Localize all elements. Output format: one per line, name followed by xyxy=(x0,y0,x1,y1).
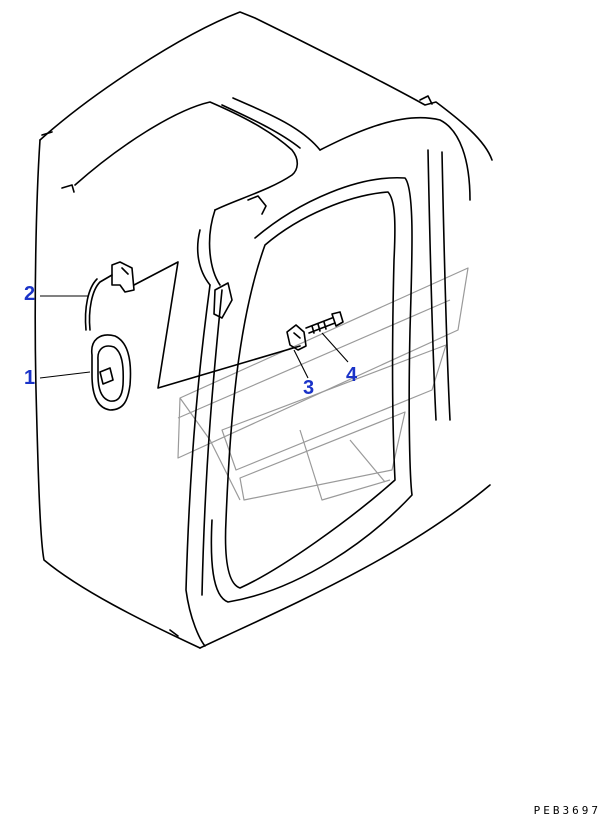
mirror-stay xyxy=(84,261,301,389)
mirror xyxy=(90,334,132,411)
callout-3: 3 xyxy=(303,377,314,399)
bracket xyxy=(286,324,307,351)
leader-lines xyxy=(39,295,349,379)
callout-4: 4 xyxy=(346,364,358,386)
mirror-mount-bracket xyxy=(213,282,233,319)
callout-2: 2 xyxy=(24,283,35,305)
cab-outline xyxy=(34,11,493,649)
callout-1: 1 xyxy=(24,367,35,389)
komatsu-logo-watermark xyxy=(177,267,469,501)
bolt xyxy=(305,311,344,334)
drawing-code: PEB3697 xyxy=(533,804,601,817)
